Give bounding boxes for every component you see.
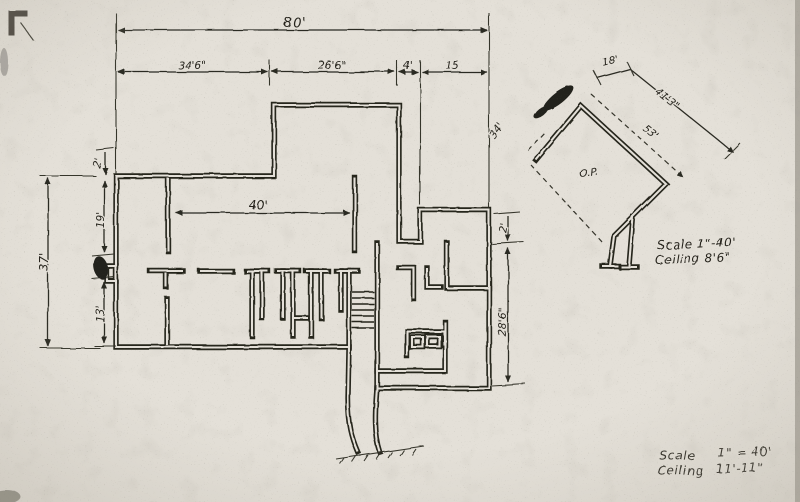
scanned-floor-plan-page: 80' 34'6" 26'6" 4' 15 37' 2' 19' 13' 40'… — [0, 0, 800, 502]
blueprint-scan: 80' 34'6" 26'6" 4' 15 37' 2' 19' 13' 40'… — [0, 0, 800, 502]
paper-speckle — [0, 0, 800, 502]
